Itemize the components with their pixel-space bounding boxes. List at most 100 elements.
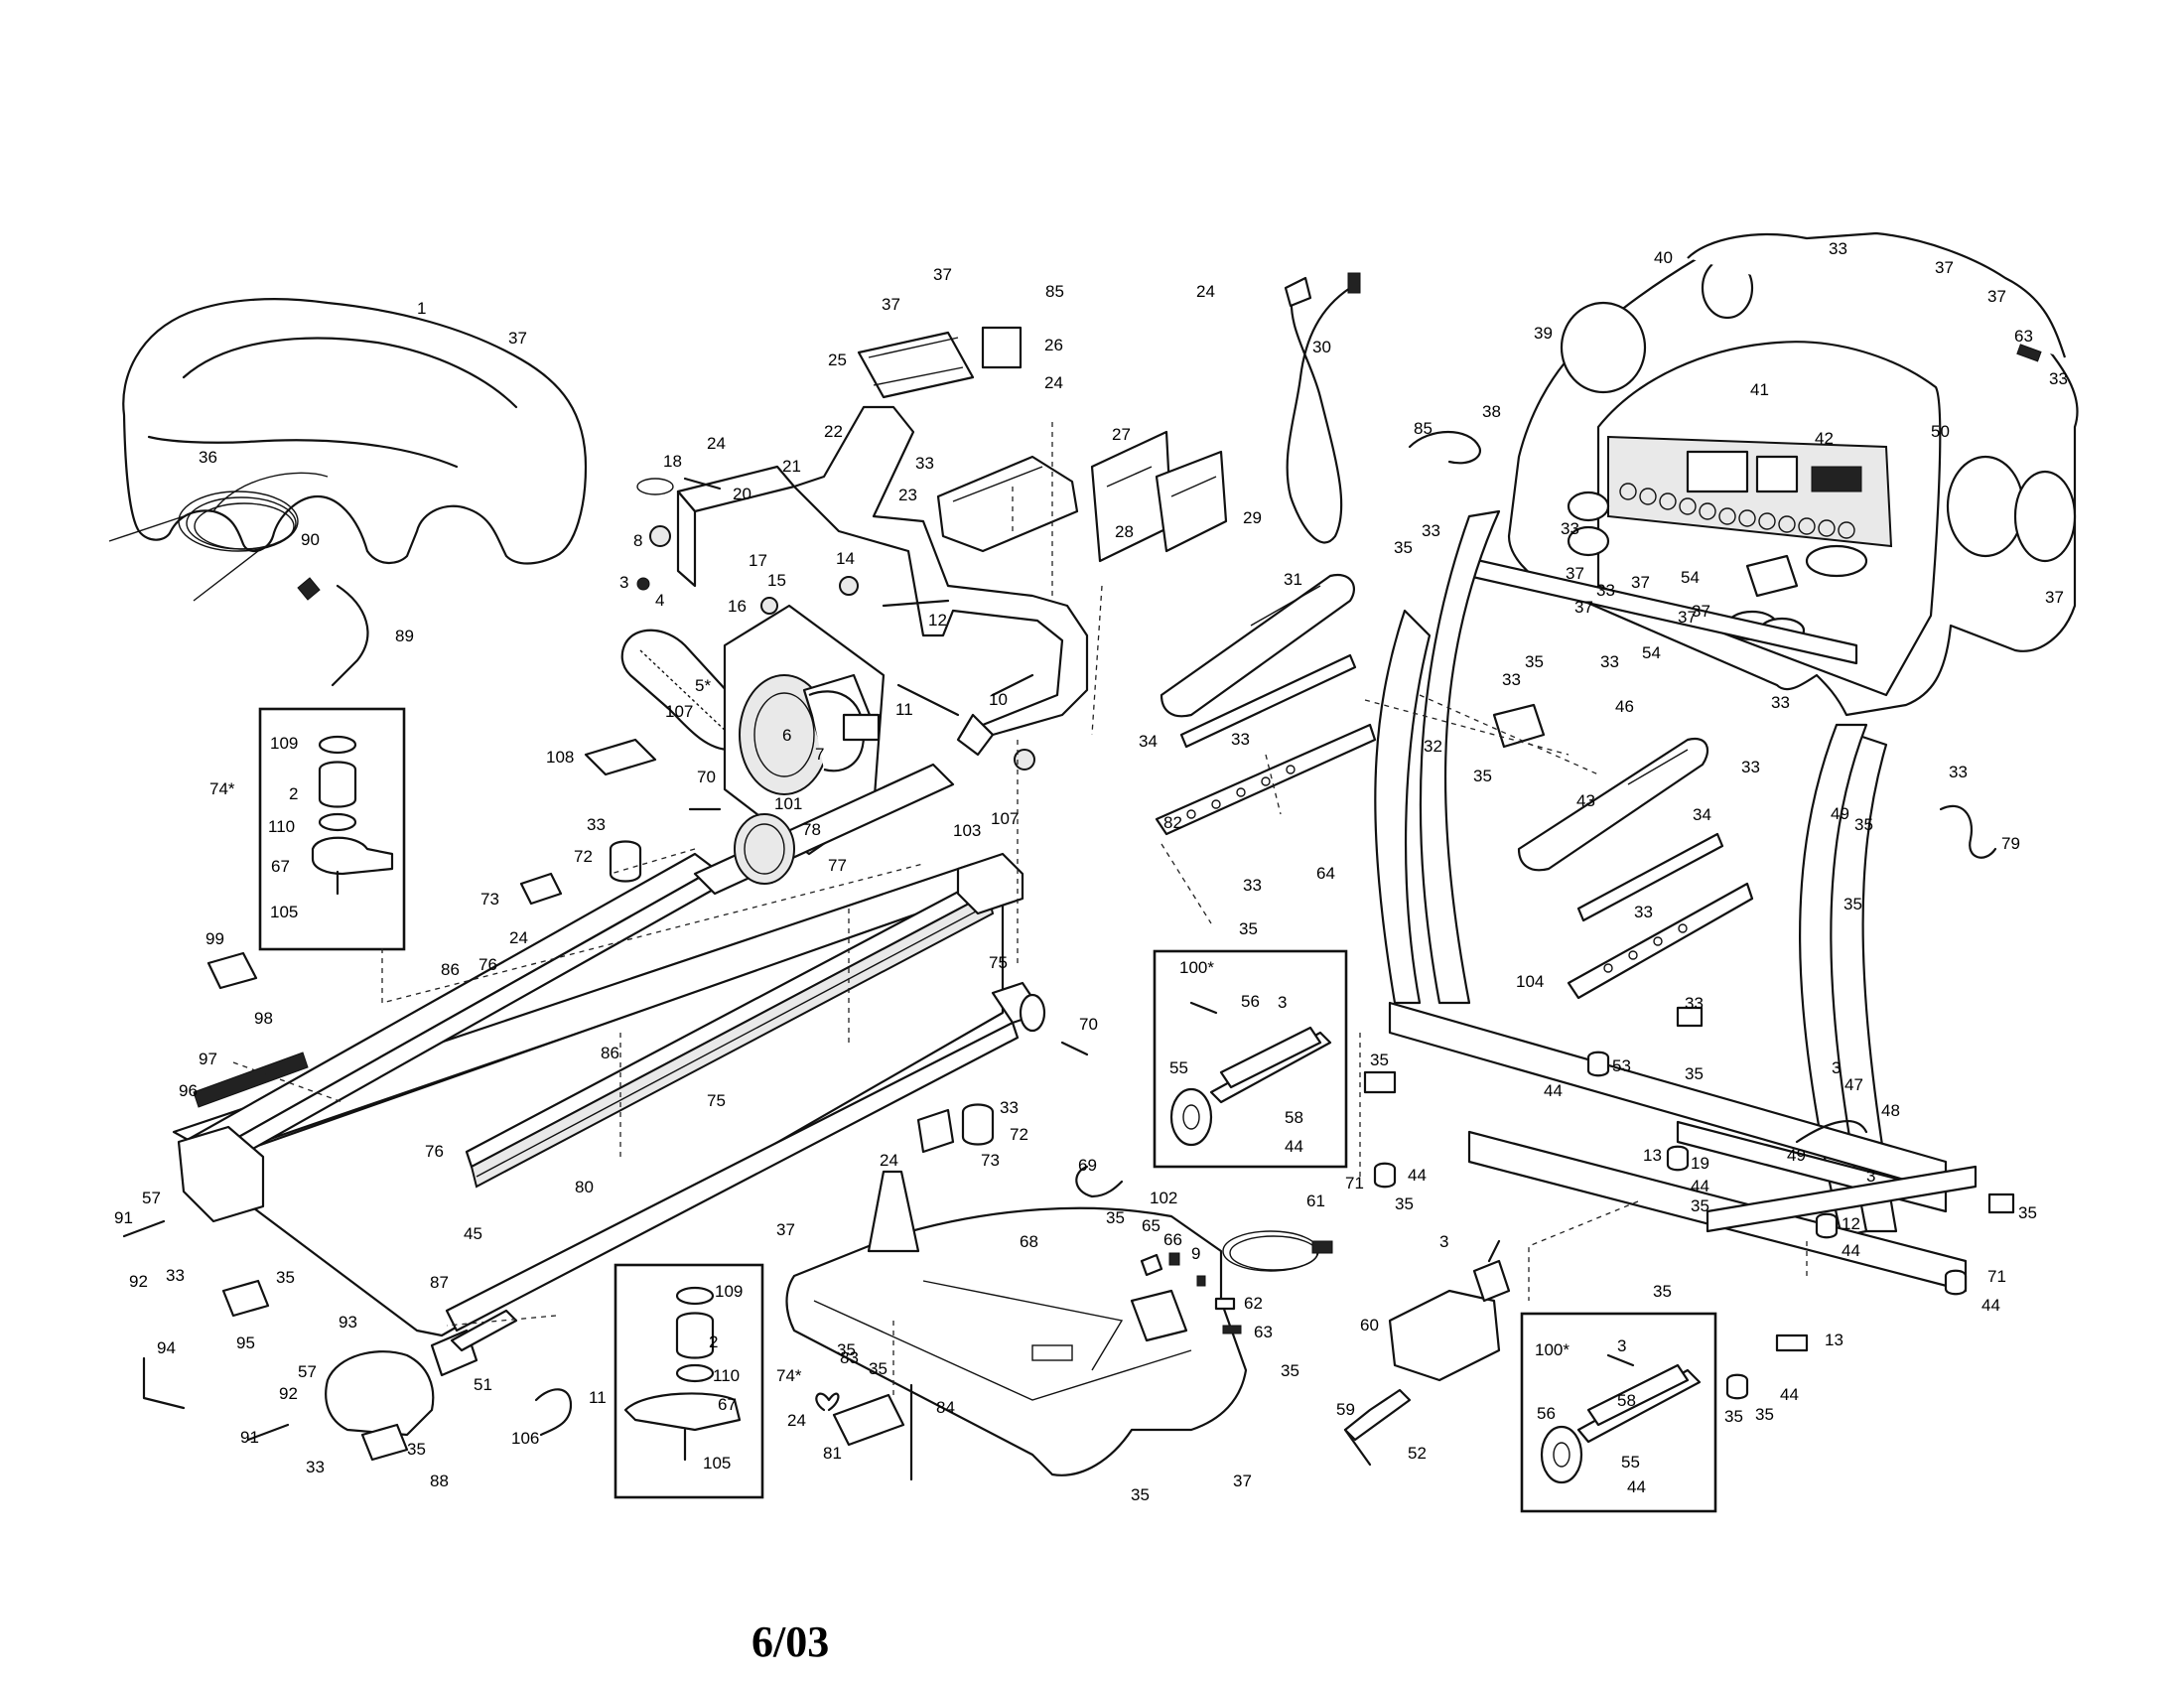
callout-37: 37: [1692, 602, 1710, 621]
callout-27: 27: [1112, 425, 1131, 444]
callout-16: 16: [728, 597, 747, 616]
callout-38: 38: [1482, 402, 1501, 421]
callout-67: 67: [271, 857, 290, 876]
callout-57: 57: [298, 1362, 317, 1381]
callout-86: 86: [601, 1044, 619, 1062]
callout-76: 76: [478, 955, 497, 974]
callout-84: 84: [936, 1398, 955, 1417]
base-shroud: [785, 1170, 1248, 1476]
part-16: [760, 597, 778, 615]
callout-33: 33: [1243, 876, 1262, 895]
wire-harness-coil: [108, 491, 299, 602]
callout-33: 33: [1502, 670, 1521, 689]
foot-44-e: [1815, 1212, 1839, 1239]
bolt-11: [896, 683, 960, 717]
callout-3: 3: [1832, 1058, 1841, 1077]
callout-100-star: 100*: [1179, 958, 1214, 977]
callout-58: 58: [1617, 1391, 1636, 1410]
callout-3: 3: [1439, 1232, 1448, 1251]
callout-79: 79: [2001, 834, 2020, 853]
callout-37: 37: [776, 1220, 795, 1239]
pad-53-left: [1363, 1070, 1397, 1094]
callout-81: 81: [823, 1444, 842, 1463]
wheel-detail-box-center: [1153, 949, 1348, 1169]
callout-33: 33: [1829, 239, 1847, 258]
callout-65: 65: [1142, 1216, 1160, 1235]
plate-71-top: [1676, 1006, 1704, 1028]
drive-motor: [723, 604, 886, 856]
callout-35: 35: [1755, 1405, 1774, 1424]
callout-35: 35: [1106, 1208, 1125, 1227]
callout-50: 50: [1931, 422, 1950, 441]
callout-2: 2: [709, 1333, 718, 1351]
part-90: [297, 577, 321, 601]
callout-102: 102: [1150, 1189, 1177, 1207]
grip-strip-97: [193, 1052, 309, 1108]
motor-mount-frame: [676, 405, 1089, 757]
callout-73: 73: [480, 890, 499, 909]
callout-35: 35: [1131, 1485, 1150, 1504]
callout-12: 12: [928, 611, 947, 630]
part-14: [839, 576, 859, 596]
callout-55: 55: [1169, 1058, 1188, 1077]
callout-95: 95: [236, 1333, 255, 1352]
callout-34: 34: [1139, 732, 1158, 751]
callout-76: 76: [425, 1142, 444, 1161]
callout-92: 92: [129, 1272, 148, 1291]
callout-33: 33: [1741, 758, 1760, 776]
callout-107: 107: [991, 809, 1019, 828]
foot-95: [221, 1279, 270, 1318]
wrench-94: [142, 1356, 186, 1410]
callout-105: 105: [270, 903, 298, 921]
wire-89: [331, 584, 369, 687]
callout-33: 33: [1600, 652, 1619, 671]
callout-35: 35: [407, 1440, 426, 1459]
rod-52: [1343, 1428, 1372, 1467]
isolator-72-top: [609, 840, 642, 883]
callout-35: 35: [1691, 1196, 1709, 1215]
callout-67: 67: [718, 1395, 737, 1414]
part-63-top: [2016, 344, 2042, 362]
callout-labels: 1 37 36 90 89 18 24 22 21 20 8 3 4 17 15…: [114, 239, 2068, 1504]
bolt-10: [991, 673, 1034, 697]
part-18-ring: [636, 478, 674, 495]
callout-93: 93: [339, 1313, 357, 1332]
transformer-26: [981, 326, 1023, 369]
callout-24: 24: [509, 928, 528, 947]
callout-35: 35: [1394, 538, 1413, 557]
callout-10: 10: [989, 690, 1008, 709]
callout-37: 37: [1574, 598, 1593, 617]
callout-35: 35: [1724, 1407, 1743, 1426]
callout-92: 92: [279, 1384, 298, 1403]
callout-61: 61: [1306, 1192, 1325, 1210]
callout-4: 4: [655, 591, 664, 610]
callout-46: 46: [1615, 697, 1634, 716]
upright-frame: [1374, 509, 1978, 1293]
callout-70: 70: [697, 768, 716, 786]
callout-43: 43: [1576, 791, 1595, 810]
callout-33: 33: [1949, 763, 1968, 781]
callout-48: 48: [1881, 1101, 1900, 1120]
callout-26: 26: [1044, 336, 1063, 354]
callout-86: 86: [441, 960, 460, 979]
callout-33: 33: [587, 815, 606, 834]
foot-44-a: [1586, 1051, 1610, 1077]
callout-33: 33: [306, 1458, 325, 1476]
callout-13: 13: [1825, 1331, 1843, 1349]
callout-72: 72: [1010, 1125, 1028, 1144]
callout-54: 54: [1642, 643, 1661, 662]
callout-35: 35: [1685, 1064, 1704, 1083]
bolt-91-top: [122, 1219, 166, 1238]
callout-63: 63: [2014, 327, 2033, 346]
callout-33: 33: [1771, 693, 1790, 712]
bolt-91-bottom: [246, 1423, 290, 1442]
callout-55: 55: [1621, 1453, 1640, 1472]
callout-47: 47: [1844, 1075, 1863, 1094]
callout-35: 35: [1281, 1361, 1299, 1380]
callout-24: 24: [880, 1151, 898, 1170]
callout-24: 24: [707, 434, 726, 453]
callout-62: 62: [1244, 1294, 1263, 1313]
callout-35: 35: [869, 1359, 887, 1378]
part-66: [1168, 1252, 1180, 1266]
